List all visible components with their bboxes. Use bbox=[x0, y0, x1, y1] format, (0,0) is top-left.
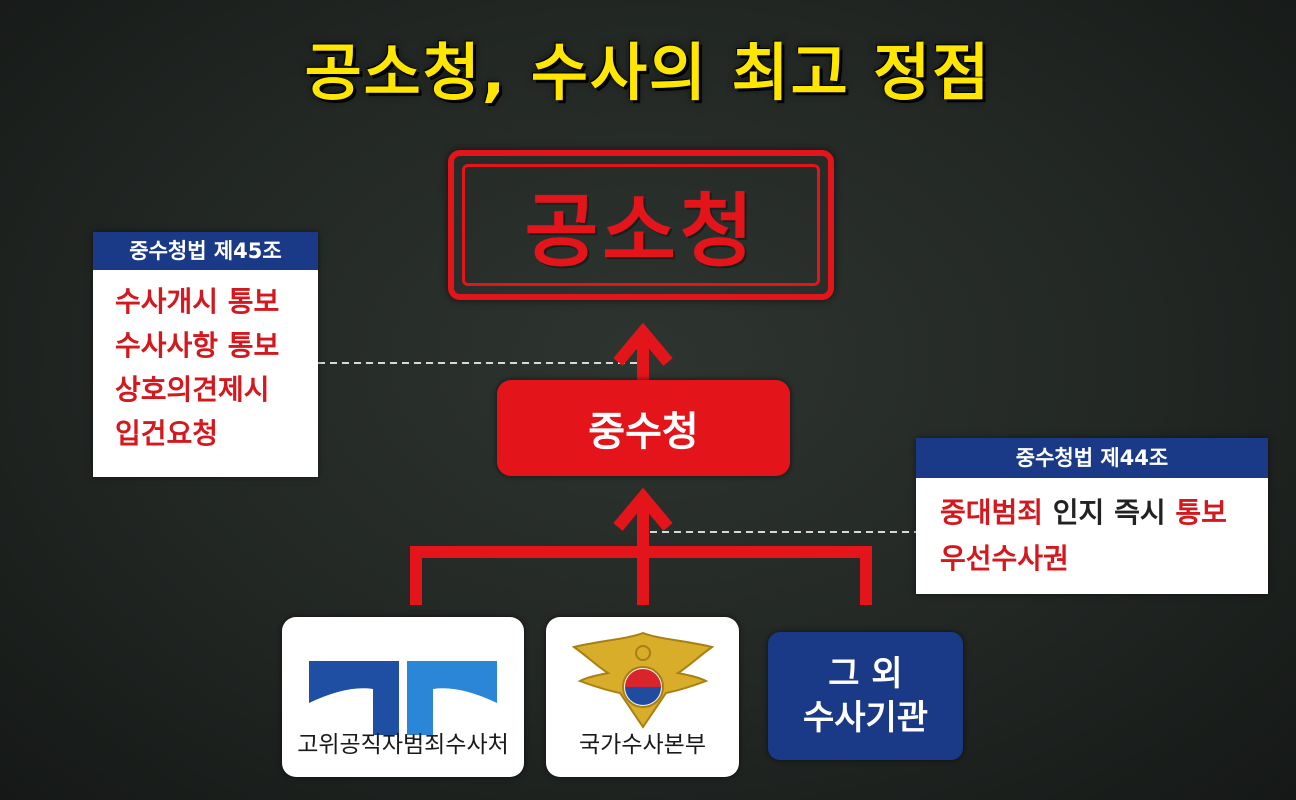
cio-logo-icon bbox=[309, 661, 497, 735]
other-agencies-card: 그 외 수사기관 bbox=[768, 632, 963, 760]
law-45-body: 수사개시 통보 수사사항 통보 상호의견제시 입건요청 bbox=[93, 270, 318, 456]
top-node-box: 공소청 bbox=[448, 150, 834, 300]
law-44-middle-text: 인지 즉시 bbox=[1043, 496, 1176, 529]
law-44-body: 중대범죄 인지 즉시 통보 우선수사권 bbox=[916, 478, 1268, 582]
upper-arrow-head bbox=[613, 322, 673, 366]
law-45-header: 중수청법 제45조 bbox=[93, 232, 318, 270]
law-44-line-2: 우선수사권 bbox=[940, 542, 1069, 575]
top-node-label: 공소청 bbox=[524, 185, 758, 278]
law-45-line-suffix: 통보 bbox=[218, 329, 280, 362]
police-emblem-icon bbox=[571, 631, 715, 729]
middle-node-label: 중수청 bbox=[588, 409, 699, 455]
law-44-box: 중수청법 제44조 중대범죄 인지 즉시 통보 우선수사권 bbox=[916, 438, 1268, 594]
top-node-inner-frame: 공소청 bbox=[462, 164, 820, 286]
bottom-bracket-line bbox=[410, 546, 872, 605]
middle-node-box: 중수청 bbox=[497, 380, 790, 476]
law-45-line: 수사사항 통보 bbox=[115, 324, 318, 368]
law-45-line: 입건요청 bbox=[115, 412, 318, 456]
page-title: 공소청, 수사의 최고 정점 bbox=[304, 36, 992, 109]
law-45-line-term: 수사사항 bbox=[115, 329, 219, 362]
law-45-line-term: 입건요청 bbox=[115, 417, 219, 450]
noi-card-label: 국가수사본부 bbox=[579, 732, 706, 758]
law-45-line: 수사개시 통보 bbox=[115, 280, 318, 324]
other-agencies-label: 그 외 수사기관 bbox=[802, 654, 929, 738]
law-44-header: 중수청법 제44조 bbox=[916, 438, 1268, 478]
law-45-line: 상호의견제시 bbox=[115, 368, 318, 412]
law-45-box: 중수청법 제45조 수사개시 통보 수사사항 통보 상호의견제시 입건요청 bbox=[93, 232, 318, 477]
law-44-line-1: 중대범죄 인지 즉시 통보 bbox=[940, 490, 1268, 536]
law-45-line-term: 상호의견제시 bbox=[115, 373, 270, 406]
law-44-term: 중대범죄 bbox=[940, 496, 1044, 529]
cio-card: 고위공직자범죄수사처 bbox=[282, 617, 524, 777]
lower-arrow-head bbox=[613, 487, 673, 531]
noi-card: 국가수사본부 bbox=[546, 617, 739, 777]
law-45-line-term: 수사개시 bbox=[115, 285, 219, 318]
cio-card-label: 고위공직자범죄수사처 bbox=[297, 732, 509, 758]
law-44-notify-text: 통보 bbox=[1175, 496, 1227, 529]
law-45-line-suffix: 통보 bbox=[218, 285, 280, 318]
